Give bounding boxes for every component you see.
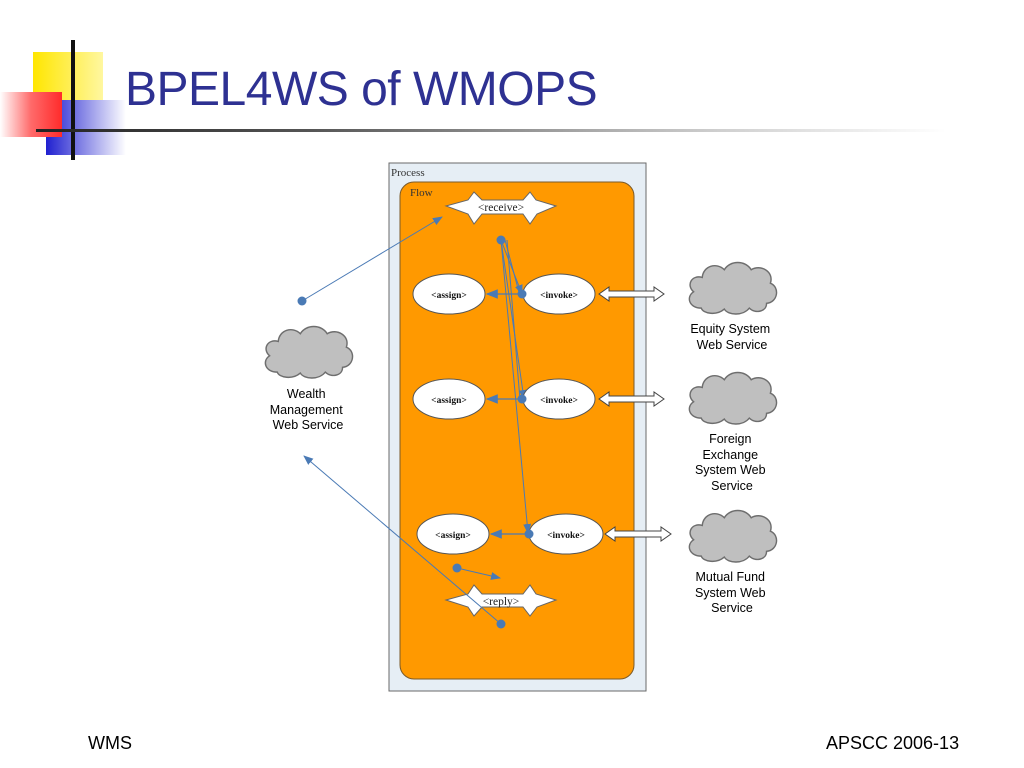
forex-cloud-icon bbox=[688, 371, 778, 425]
assign-to-reply bbox=[456, 567, 501, 580]
invoke-1-service-arrow bbox=[598, 286, 665, 302]
mutual-service-line: Service bbox=[711, 601, 753, 615]
assign-3-port bbox=[452, 563, 462, 573]
title-divider bbox=[36, 129, 946, 132]
wealth-request-port bbox=[297, 296, 307, 306]
wealth-cloud-icon bbox=[264, 325, 354, 379]
reply-label: <reply> bbox=[483, 596, 520, 608]
invoke-label-3: <invoke> bbox=[547, 531, 585, 541]
assign-label-1: <assign> bbox=[431, 291, 467, 301]
process-label: Process bbox=[391, 167, 425, 179]
footer-right: APSCC 2006-13 bbox=[826, 733, 960, 753]
invoke-2-port bbox=[517, 394, 527, 404]
equity-service-line: Web Service bbox=[697, 338, 768, 352]
forex-service-line: System Web bbox=[695, 463, 766, 477]
assign-activity-3[interactable] bbox=[416, 513, 490, 555]
assign-activity-1[interactable] bbox=[412, 273, 486, 315]
reply-to-wealth bbox=[303, 455, 502, 625]
receive-label: <receive> bbox=[478, 202, 524, 214]
receive-to-invoke-1 bbox=[500, 239, 523, 295]
invoke-label-1: <invoke> bbox=[540, 291, 578, 301]
forex-service-line: Exchange bbox=[702, 448, 758, 462]
wealth-service-line: Wealth bbox=[287, 387, 326, 401]
invoke-2-service-arrow bbox=[598, 391, 665, 407]
assign-label-2: <assign> bbox=[431, 396, 467, 406]
assign-activity-2[interactable] bbox=[412, 378, 486, 420]
assign-label-3: <assign> bbox=[435, 531, 471, 541]
receive-to-invoke-2b bbox=[506, 239, 521, 401]
flow-label: Flow bbox=[410, 187, 433, 199]
slide-title: BPEL4WS of WMOPS bbox=[125, 63, 598, 116]
wealth-to-receive bbox=[301, 216, 443, 302]
mutual-service-line: Mutual Fund bbox=[696, 570, 766, 584]
equity-service-label: Equity System Web Service bbox=[690, 322, 773, 352]
forex-service-line: Service bbox=[711, 479, 753, 493]
invoke-3-port bbox=[524, 529, 534, 539]
invoke-label-2: <invoke> bbox=[540, 396, 578, 406]
invoke-1-port bbox=[517, 289, 527, 299]
forex-service-line: Foreign bbox=[709, 432, 751, 446]
reply-activity[interactable] bbox=[444, 584, 558, 617]
wealth-service-line: Management bbox=[270, 403, 343, 417]
mutual-service-label: Mutual Fund System Web Service bbox=[695, 570, 769, 615]
slide-logo bbox=[0, 40, 126, 160]
mutual-service-line: System Web bbox=[695, 586, 766, 600]
footer-left: WMS bbox=[88, 733, 132, 753]
receive-port bbox=[496, 235, 506, 245]
invoke-3-service-arrow bbox=[604, 526, 672, 542]
equity-service-line: Equity System bbox=[690, 322, 770, 336]
receive-to-invoke-2 bbox=[500, 239, 527, 400]
wealth-service-line: Web Service bbox=[273, 418, 344, 432]
equity-cloud-icon bbox=[688, 261, 778, 315]
wealth-service-label: Wealth Management Web Service bbox=[270, 387, 346, 432]
receive-to-invoke-3 bbox=[500, 239, 532, 534]
mutual-cloud-icon bbox=[688, 509, 778, 563]
receive-activity[interactable] bbox=[444, 191, 558, 225]
logo-vertical-bar bbox=[71, 40, 75, 160]
forex-service-label: Foreign Exchange System Web Service bbox=[695, 432, 769, 493]
